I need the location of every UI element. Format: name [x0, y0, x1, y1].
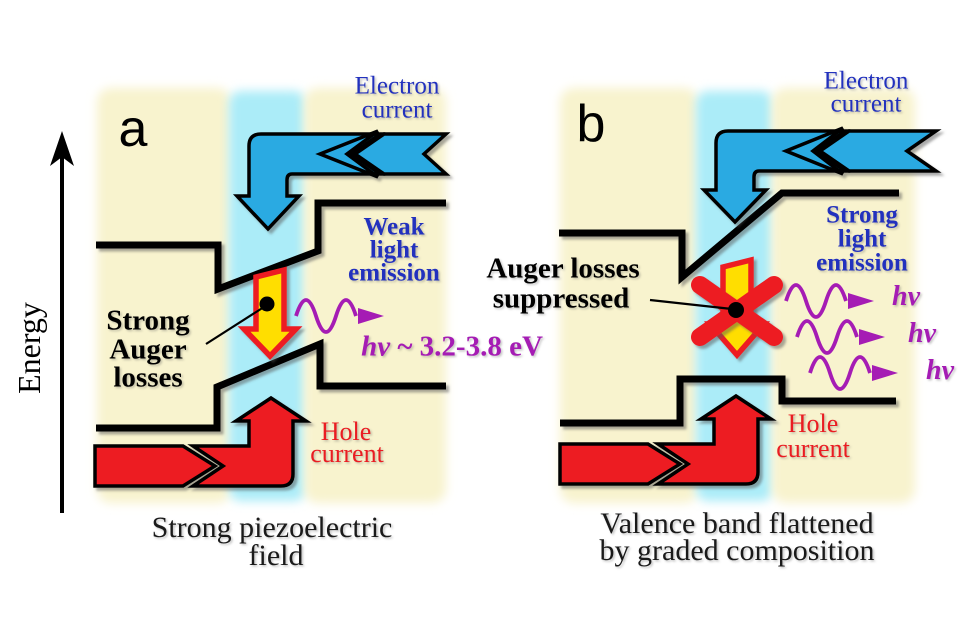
carrier-dot — [259, 296, 275, 312]
photon-label: hν — [908, 318, 936, 349]
photon-value: ~ 3.2-3.8 eV — [390, 330, 543, 363]
photon-wave-icon — [808, 355, 898, 391]
electron-current-label: current — [830, 90, 902, 118]
panel-a-letter: a — [118, 100, 148, 158]
carrier-dot — [728, 302, 744, 318]
panel-a-caption: Strong piezoelectric — [151, 511, 393, 544]
electron-current-label: Electron — [354, 72, 440, 100]
photon-energy-label: hν ~ 3.2-3.8 eV — [361, 330, 543, 363]
electron-current-arrow-icon — [232, 129, 451, 232]
conduction-band-b — [559, 189, 899, 285]
auger-suppressed-label: Auger losses — [486, 252, 640, 285]
light-emission-label: emission — [348, 259, 440, 287]
light-emission-label: Strong — [826, 201, 898, 229]
pointer-line — [205, 306, 265, 345]
photon-wave-icon — [294, 298, 384, 334]
pointer-line — [649, 298, 733, 311]
hole-current-label: current — [310, 439, 384, 468]
auger-suppressed-label: suppressed — [492, 282, 630, 315]
photon-label: hν — [892, 281, 920, 312]
conduction-band-a — [96, 199, 446, 295]
valence-band-b — [560, 375, 896, 427]
auger-losses-label: losses — [113, 361, 183, 394]
barrier-region — [304, 88, 446, 503]
auger-losses-label: Auger — [109, 333, 187, 366]
photon-symbol: hν — [361, 330, 391, 363]
panel-a-caption: field — [248, 539, 304, 572]
light-emission-label: emission — [816, 249, 908, 277]
barrier-region — [97, 88, 231, 503]
hole-current-arrow-icon — [93, 395, 312, 488]
hole-current-arrow-icon — [558, 393, 777, 486]
photon-wave-icon — [784, 283, 874, 319]
auger-losses-label: Strong — [106, 304, 190, 337]
light-emission-label: Weak — [363, 213, 425, 241]
panel-b-caption: by graded composition — [599, 534, 875, 567]
energy-axis-arrow-icon — [50, 131, 74, 513]
electron-current-label: Electron — [823, 67, 909, 95]
panel-b-caption: Valence band flattened — [600, 507, 874, 540]
hole-current-label: Hole — [787, 409, 839, 438]
valence-band-a — [96, 338, 446, 432]
photon-label: hν — [926, 355, 954, 386]
photon-wave-icon — [795, 319, 885, 355]
light-emission-label: light — [369, 236, 419, 264]
light-emission-label: light — [837, 225, 887, 253]
electron-current-arrow-icon — [699, 126, 942, 225]
electron-current-label: current — [361, 96, 433, 124]
hole-current-label: Hole — [320, 417, 372, 446]
energy-axis-label: Energy — [11, 302, 47, 394]
barrier-region — [560, 88, 698, 503]
panel-b-letter: b — [576, 95, 606, 153]
hole-current-label: current — [776, 434, 850, 463]
auger-recombination-arrow-icon — [237, 266, 303, 360]
